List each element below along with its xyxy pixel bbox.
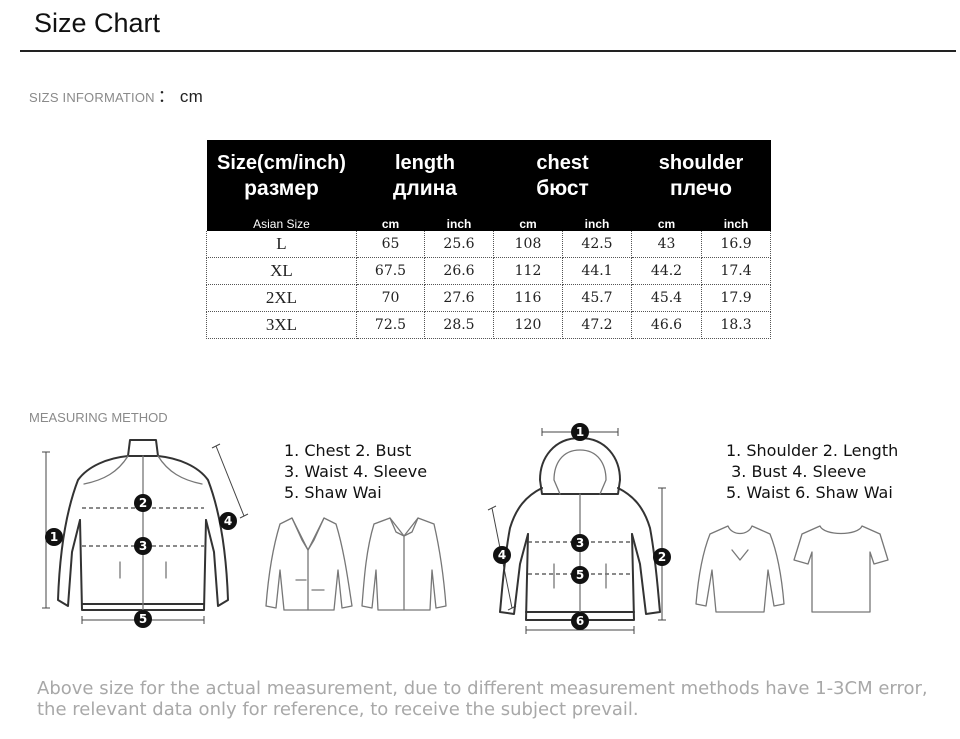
table-row: L 65 25.6 108 42.5 43 16.9: [206, 231, 772, 258]
table-row: 2XL 70 27.6 116 45.7 45.4 17.9: [206, 284, 772, 312]
size-info-unit: ： cm: [157, 87, 203, 106]
table-cell: 67.5: [356, 257, 425, 285]
legend-line: 3. Bust 4. Sleeve: [726, 462, 867, 481]
legend-line: 1. Chest 2. Bust: [284, 441, 412, 460]
table-cell: 72.5: [356, 311, 425, 339]
measure-badge-1: 1: [571, 423, 589, 441]
page-title: Size Chart: [34, 8, 161, 38]
subheader-cell: inch: [701, 212, 771, 231]
table-subheader-row: Asian Size cm inch cm inch cm inch: [206, 212, 771, 231]
subheader-cell: inch: [562, 212, 632, 231]
table-cell: 120: [493, 311, 564, 339]
measure-badge-1: 1: [45, 528, 63, 546]
subheader-cell: Asian Size: [206, 212, 357, 231]
table-cell: 70: [356, 284, 425, 312]
header-size: Size(cm/inch)размер: [206, 140, 357, 212]
svg-text:3: 3: [139, 539, 147, 553]
table-cell: 45.7: [562, 284, 633, 312]
table-cell: 28.5: [424, 311, 495, 339]
legend-line: 5. Waist 6. Shaw Wai: [726, 483, 893, 502]
subheader-cell: cm: [631, 212, 702, 231]
measure-legend-right: 1. Shoulder 2. Length 3. Bust 4. Sleeve …: [726, 440, 898, 503]
table-cell: 46.6: [631, 311, 703, 339]
svg-text:1: 1: [50, 530, 58, 544]
svg-text:4: 4: [224, 514, 232, 528]
table-row: XL 67.5 26.6 112 44.1 44.2 17.4: [206, 257, 772, 285]
table-cell: 43: [631, 231, 703, 258]
measure-badge-5: 5: [571, 566, 589, 584]
measure-badge-2: 2: [653, 548, 671, 566]
table-cell: 27.6: [424, 284, 495, 312]
table-cell: 17.9: [701, 284, 772, 312]
measure-badge-6: 6: [571, 612, 589, 630]
table-cell: XL: [206, 257, 357, 285]
table-cell: 45.4: [631, 284, 703, 312]
table-cell: 16.9: [701, 231, 772, 258]
table-cell: 65: [356, 231, 425, 258]
table-cell: 116: [493, 284, 564, 312]
legend-line: 5. Shaw Wai: [284, 483, 382, 502]
measure-badge-3: 3: [134, 537, 152, 555]
disclaimer-note: Above size for the actual measurement, d…: [37, 678, 928, 720]
title-divider: [20, 50, 956, 52]
legend-line: 3. Waist 4. Sleeve: [284, 462, 428, 481]
blazer-shirt-illustration: [265, 517, 447, 611]
measure-badge-3: 3: [571, 534, 589, 552]
svg-text:3: 3: [576, 536, 584, 550]
sweater-tshirt-illustration: [695, 525, 889, 613]
measure-badge-2: 2: [134, 494, 152, 512]
svg-text:5: 5: [139, 612, 147, 626]
size-info-text: SIZS INFORMATION: [29, 90, 155, 105]
subheader-cell: cm: [493, 212, 563, 231]
table-cell: 2XL: [206, 284, 357, 312]
table-cell: 44.1: [562, 257, 633, 285]
svg-text:5: 5: [576, 568, 584, 582]
svg-text:6: 6: [576, 614, 584, 628]
table-cell: 3XL: [206, 311, 357, 339]
table-cell: 108: [493, 231, 564, 258]
table-cell: 112: [493, 257, 564, 285]
hoodie-measure-illustration: 1 2 3 4 5 6: [487, 423, 671, 634]
table-row: 3XL 72.5 28.5 120 47.2 46.6 18.3: [206, 311, 772, 339]
legend-line: 1. Shoulder 2. Length: [726, 441, 899, 460]
svg-text:4: 4: [498, 548, 506, 562]
svg-text:1: 1: [576, 425, 584, 439]
svg-text:2: 2: [658, 550, 666, 564]
measure-badge-5: 5: [134, 610, 152, 628]
note-line: Above size for the actual measurement, d…: [37, 678, 928, 699]
table-cell: L: [206, 231, 357, 258]
table-cell: 25.6: [424, 231, 495, 258]
note-line: the relevant data only for reference, to…: [37, 699, 639, 720]
svg-text:2: 2: [139, 496, 147, 510]
measure-badge-4: 4: [493, 546, 511, 564]
table-cell: 18.3: [701, 311, 772, 339]
size-info-label: SIZS INFORMATION： cm: [29, 82, 203, 107]
measure-legend-left: 1. Chest 2. Bust 3. Waist 4. Sleeve 5. S…: [284, 440, 427, 503]
jacket-measure-illustration: 1 2 3 4 5: [42, 439, 249, 628]
table-cell: 26.6: [424, 257, 495, 285]
table-cell: 17.4: [701, 257, 772, 285]
measuring-method-label: MEASURING METHOD: [29, 410, 168, 425]
subheader-cell: cm: [356, 212, 425, 231]
table-cell: 42.5: [562, 231, 633, 258]
table-cell: 44.2: [631, 257, 703, 285]
table-cell: 47.2: [562, 311, 633, 339]
subheader-cell: inch: [424, 212, 494, 231]
measure-badge-4: 4: [219, 512, 237, 530]
